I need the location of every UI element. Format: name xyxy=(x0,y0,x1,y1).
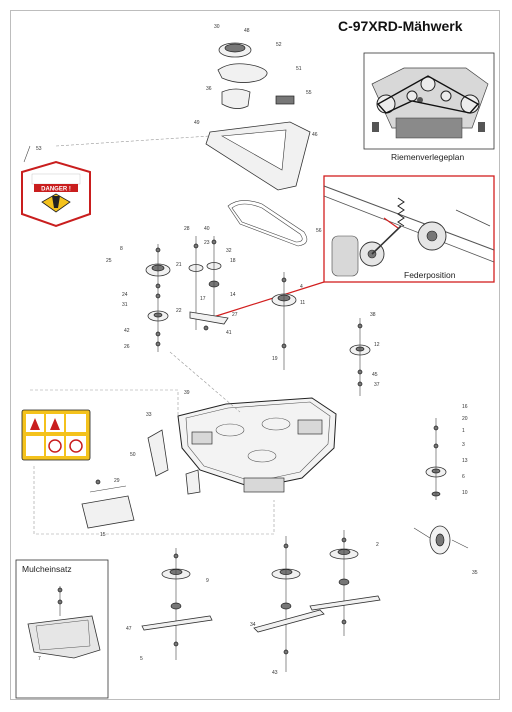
callout-label: 4 xyxy=(300,284,303,290)
left-bracket xyxy=(147,429,201,495)
callout-label: 13 xyxy=(462,458,468,464)
callout-label: 3 xyxy=(462,442,465,448)
callout-label: 9 xyxy=(206,578,209,584)
discharge-deflector xyxy=(81,479,135,529)
callout-label: 27 xyxy=(232,312,238,318)
pulley-cover-assembly xyxy=(205,42,311,247)
callout-label: 17 xyxy=(200,296,206,302)
callout-label: 23 xyxy=(204,240,210,246)
mulch-insert-caption: Mulcheinsatz xyxy=(22,564,72,574)
callout-label: 16 xyxy=(462,404,468,410)
callout-label: 15 xyxy=(100,532,106,538)
callout-label: 46 xyxy=(312,132,318,138)
callout-label: 8 xyxy=(120,246,123,252)
callout-label: 28 xyxy=(184,226,190,232)
callout-label: 43 xyxy=(272,670,278,676)
callout-label: 53 xyxy=(36,146,42,152)
spring-position-inset xyxy=(323,175,495,283)
callout-label: 22 xyxy=(176,308,182,314)
callout-numbers: 30 48 52 51 36 55 49 46 53 56 8 25 21 24… xyxy=(36,24,478,676)
callout-label: 6 xyxy=(462,474,465,480)
right-spindle-blade xyxy=(309,530,381,636)
callout-label: 41 xyxy=(226,330,232,336)
callout-label: 30 xyxy=(214,24,220,30)
callout-label: 33 xyxy=(146,412,152,418)
diagram-title: C-97XRD-Mähwerk xyxy=(338,18,463,34)
callout-label: 21 xyxy=(176,262,182,268)
right-spindle-stack xyxy=(349,318,371,396)
callout-label: 51 xyxy=(296,66,302,72)
callout-label: 32 xyxy=(226,248,232,254)
callout-label: 56 xyxy=(316,228,322,234)
callout-label: 55 xyxy=(306,90,312,96)
spring-position-caption: Federposition xyxy=(404,270,456,280)
callout-label: 34 xyxy=(250,622,256,628)
callout-label: 39 xyxy=(184,390,190,396)
callout-label: 10 xyxy=(462,490,468,496)
callout-label: 7 xyxy=(38,656,41,662)
callout-label: 36 xyxy=(206,86,212,92)
belt-routing-inset xyxy=(363,52,495,150)
callout-label: 35 xyxy=(472,570,478,576)
callout-label: 12 xyxy=(374,342,380,348)
mower-deck xyxy=(177,397,337,493)
center-spindle-blade xyxy=(253,536,325,672)
callout-label: 42 xyxy=(124,328,130,334)
belt-routing-caption: Riemenverlegeplan xyxy=(391,152,465,162)
callout-label: 19 xyxy=(272,356,278,362)
spring-inset-leader-line xyxy=(209,281,325,319)
callout-label: 11 xyxy=(300,300,305,306)
callout-label: 37 xyxy=(374,382,380,388)
callout-label: 24 xyxy=(122,292,128,298)
callout-label: 47 xyxy=(126,626,132,632)
callout-label: 1 xyxy=(462,428,465,434)
warning-decal xyxy=(21,409,91,461)
danger-decal xyxy=(21,160,91,228)
callout-label: 29 xyxy=(114,478,120,484)
right-upper-pulley xyxy=(271,272,297,370)
callout-label: 31 xyxy=(122,302,128,308)
callout-label: 48 xyxy=(244,28,250,34)
diagram-frame xyxy=(10,10,500,700)
callout-label: 25 xyxy=(106,258,112,264)
left-spindle-blade xyxy=(141,548,213,660)
left-pulley-stack xyxy=(145,244,171,352)
callout-label: 40 xyxy=(204,226,210,232)
right-roller-stack xyxy=(425,418,447,500)
callout-label: 14 xyxy=(230,292,236,298)
callout-label: 45 xyxy=(372,372,378,378)
callout-label: 38 xyxy=(370,312,376,318)
callout-label: 5 xyxy=(140,656,143,662)
callout-label: 26 xyxy=(124,344,130,350)
callout-label: 20 xyxy=(462,416,468,422)
callout-label: 18 xyxy=(230,258,236,264)
callout-label: 52 xyxy=(276,42,282,48)
callout-label: 50 xyxy=(130,452,136,458)
center-idler-group xyxy=(188,236,229,331)
right-gauge-wheel xyxy=(413,525,469,555)
callout-label: 2 xyxy=(376,542,379,548)
mulch-insert-inset xyxy=(15,559,109,699)
callout-label: 49 xyxy=(194,120,200,126)
danger-decal-heading: DANGER ! xyxy=(41,187,71,193)
